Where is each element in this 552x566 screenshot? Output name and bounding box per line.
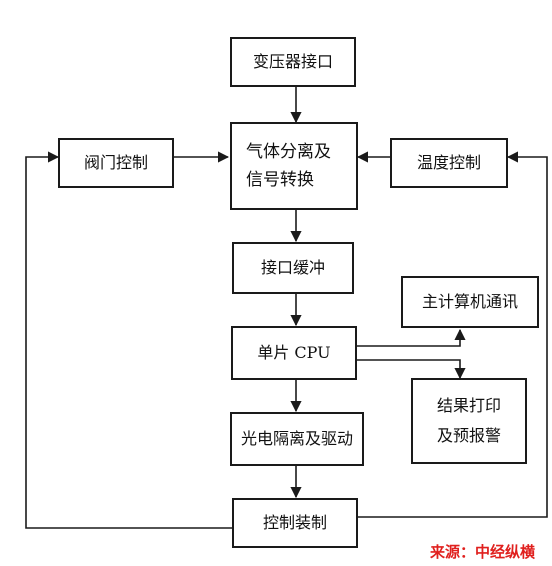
node-optoisolation-drive: 光电隔离及驱动	[230, 412, 364, 466]
node-host-communication-label: 主计算机通讯	[421, 292, 518, 311]
edge-mcu-to-print	[356, 359, 466, 380]
node-valve-control-label: 阀门控制	[83, 153, 148, 172]
source-watermark: 来源：中经纵横	[430, 543, 536, 561]
node-control-device-label: 控制装制	[262, 513, 327, 532]
node-interface-buffer: 接口缓冲	[232, 242, 354, 294]
node-valve-control: 阀门控制	[58, 138, 174, 188]
node-control-device: 控制装制	[232, 498, 358, 548]
node-optoisolation-drive-label: 光电隔离及驱动	[240, 429, 353, 448]
node-temperature-control: 温度控制	[390, 138, 508, 188]
node-mcu: 单片 CPU	[231, 326, 357, 380]
node-gas-separation-label: 气体分离及 信号转换	[246, 142, 331, 190]
node-interface-buffer-label: 接口缓冲	[260, 258, 325, 277]
node-mcu-label: 单片 CPU	[257, 343, 331, 362]
edge-control-to-temperature	[358, 151, 548, 518]
node-transformer-interface: 变压器接口	[230, 37, 356, 87]
node-temperature-control-label: 温度控制	[416, 153, 481, 172]
edge-mcu-to-host	[356, 328, 466, 347]
node-result-print-alarm-label: 结果打印 及预报警	[436, 396, 501, 445]
node-gas-separation: 气体分离及 信号转换	[230, 122, 358, 210]
edge-control-to-valve	[25, 151, 232, 529]
node-host-communication: 主计算机通讯	[401, 276, 539, 328]
node-transformer-interface-label: 变压器接口	[252, 52, 333, 71]
node-result-print-alarm: 结果打印 及预报警	[411, 378, 527, 464]
